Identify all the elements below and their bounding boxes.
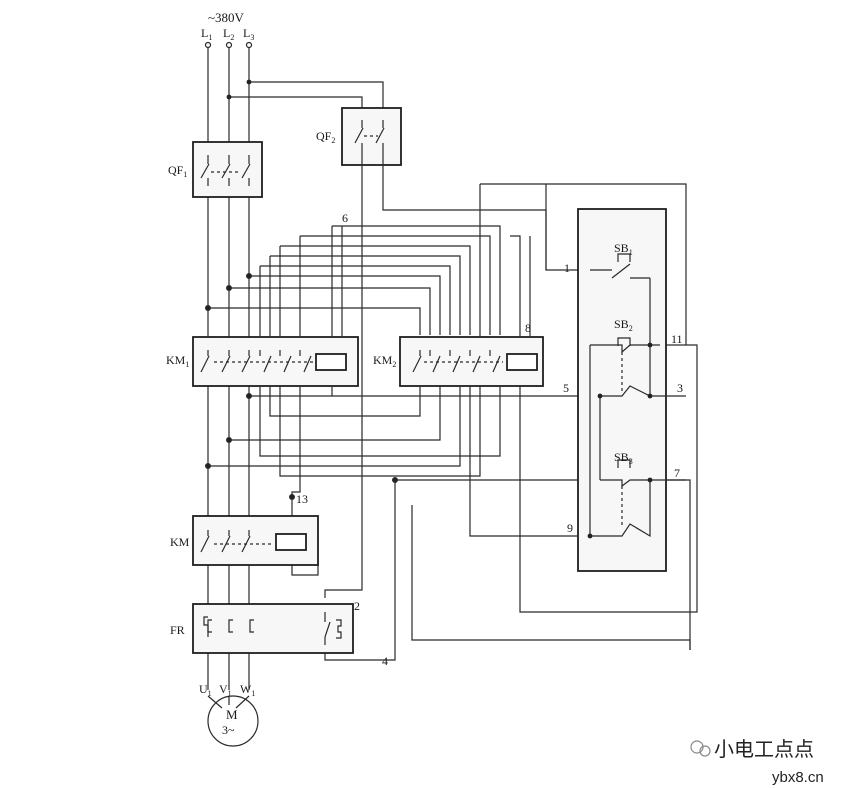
node-9: 9 [567, 521, 573, 535]
km-coil [275, 533, 307, 551]
node-8: 8 [525, 321, 531, 335]
motor-circle [207, 695, 259, 747]
km1-coil [315, 353, 347, 371]
breaker-qf1: QF1 [168, 141, 263, 198]
sb3-label: SB3 [614, 450, 633, 466]
sb1-label: SB1 [614, 241, 633, 257]
phase-label-l3: L3 [243, 26, 254, 42]
supply-header: ~380V L1 L2 L3 [201, 10, 254, 49]
wire-harness [208, 183, 687, 345]
contactor-km: KM [170, 515, 319, 566]
contactor-km1: KM1 [166, 336, 359, 387]
node-4: 4 [382, 654, 388, 668]
terminal-w1: W1 [240, 682, 255, 698]
supply-voltage: ~380V [208, 10, 245, 25]
qf1-label: QF1 [168, 163, 187, 179]
node-2: 2 [354, 599, 360, 613]
contactor-km2: KM2 [373, 336, 544, 387]
terminal-v1: V1 [219, 682, 232, 698]
km1-label: KM1 [166, 353, 189, 369]
power-interconnect [205, 273, 698, 661]
watermark-brand: 小电工点点 [714, 738, 814, 761]
terminal-l3 [245, 41, 253, 49]
watermark-site: ybx8.cn [772, 769, 824, 786]
node-6: 6 [342, 211, 348, 225]
phase-label-l1: L1 [201, 26, 212, 42]
node-3: 3 [677, 381, 683, 395]
control-station: SB1 SB2 SB3 [577, 208, 686, 572]
motor-name: M [226, 707, 238, 722]
km-label: KM [170, 535, 190, 549]
sb2-label: SB2 [614, 317, 633, 333]
breaker-qf2: QF2 [316, 107, 402, 166]
terminal-u1: U1 [199, 682, 212, 698]
thermal-relay-fr: FR [170, 603, 354, 654]
fr-label: FR [170, 623, 185, 637]
km2-label: KM2 [373, 353, 396, 369]
node-7: 7 [674, 466, 680, 480]
km2-coil [506, 353, 538, 371]
node-13: 13 [296, 492, 308, 506]
watermark: 小电工点点 ybx8.cn [690, 738, 824, 786]
phase-label-l2: L2 [223, 26, 234, 42]
node-1: 1 [564, 261, 570, 275]
terminal-l1 [204, 41, 212, 49]
motor-m: U1 V1 W1 M 3~ [199, 682, 259, 747]
node-numbers: 1 2 3 4 5 6 7 8 9 11 13 [296, 211, 683, 668]
qf2-label: QF2 [316, 129, 335, 145]
node-11: 11 [671, 332, 683, 346]
motor-spec: 3~ [222, 723, 235, 737]
terminal-l2 [225, 41, 233, 49]
node-5: 5 [563, 381, 569, 395]
